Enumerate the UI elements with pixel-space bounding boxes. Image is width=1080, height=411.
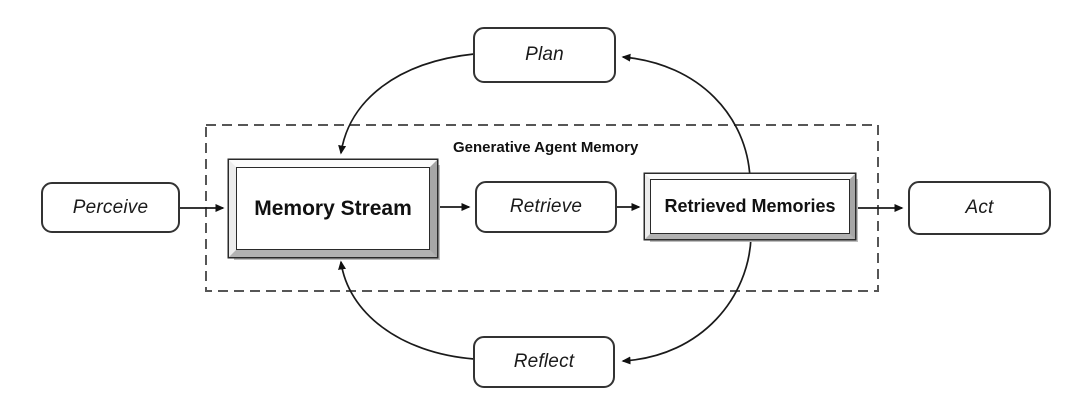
edge-plan-to-memory-stream [338, 53, 475, 155]
node-perceive: Perceive [41, 182, 180, 233]
node-plan: Plan [473, 27, 616, 83]
node-memory-stream: Memory Stream [229, 160, 437, 257]
node-act-label: Act [965, 197, 994, 218]
edge-reflect-to-memory-stream [338, 260, 475, 360]
node-reflect-label: Reflect [513, 351, 575, 372]
node-memory-stream-face: Memory Stream [236, 167, 430, 250]
node-plan-label: Plan [525, 44, 564, 65]
node-retrieve: Retrieve [475, 181, 617, 233]
edge-retrieved-memories-to-reflect [621, 236, 752, 365]
edge-retrieved-memories-to-plan [621, 53, 751, 179]
memory-boundary-title: Generative Agent Memory [453, 139, 639, 156]
node-reflect: Reflect [473, 336, 615, 388]
node-retrieved-memories: Retrieved Memories [645, 174, 855, 239]
node-memory-stream-label: Memory Stream [254, 196, 412, 220]
node-perceive-label: Perceive [72, 196, 149, 218]
node-retrieve-label: Retrieve [509, 196, 583, 217]
node-act: Act [908, 181, 1051, 235]
node-retrieved-memories-face: Retrieved Memories [650, 179, 850, 234]
node-retrieved-memories-label: Retrieved Memories [664, 196, 836, 216]
